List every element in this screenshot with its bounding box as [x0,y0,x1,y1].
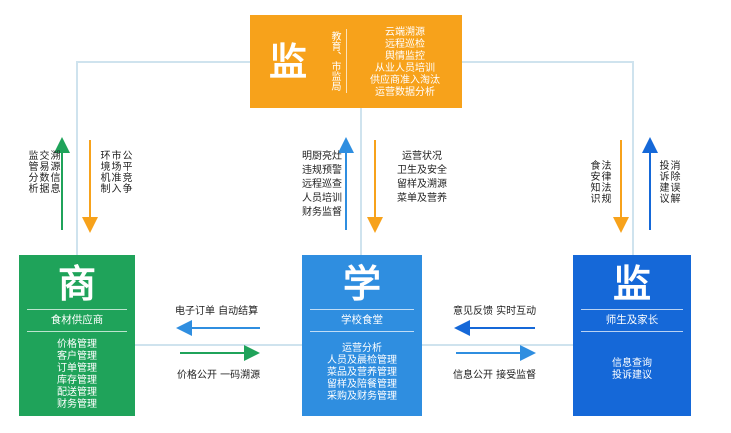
regulator-item: 远程巡检 [385,39,425,50]
regulator-items: 云端溯源远程巡检舆情监控从业人员培训供应商准入淘汰运营数据分析 [350,27,460,99]
canteen-item: 留样及陪餐管理 [327,379,397,390]
left-up-line: 溯源信息 [48,150,59,194]
regulator-item: 供应商准入淘汰 [370,75,440,86]
label-lc-top: 电子订单 自动结算 [175,306,259,317]
supplier-title: 食材供应商 [50,314,104,326]
regulator-org-label: 教育、市监局 [329,31,340,91]
center-up-line: 人员培训 [302,193,342,204]
regulator-box: 监 教育、市监局 云端溯源远程巡检舆情监控从业人员培训供应商准入淘汰运营数据分析 [250,15,462,108]
center-up-line: 财务监督 [302,207,342,218]
label-right-up: 消除误解投诉建议 [657,160,679,220]
right-up-line: 投诉建议 [657,160,668,204]
canteen-items: 运营分析人员及晨检管理菜品及营养管理留样及陪餐管理采购及财务管理 [302,343,422,403]
canteen-item: 采购及财务管理 [327,391,397,402]
canteen-item: 人员及晨检管理 [327,355,397,366]
regulator-divider [346,29,347,93]
supplier-icon-char: 商 [57,262,96,306]
label-left-down: 公平竞争市场准入环境机制 [98,150,131,230]
regulator-item: 舆情监控 [385,51,425,62]
supplier-items: 价格管理客户管理订单管理库存管理配送管理财务管理 [19,339,135,411]
left-up-line: 交易数据 [37,150,48,194]
parents-icon-char: 监 [612,262,651,306]
center-down-line: 运营状况 [402,151,442,162]
center-down-line: 菜单及营养 [397,193,447,204]
regulator-item: 运营数据分析 [375,87,435,98]
center-down-line: 卫生及安全 [397,165,447,176]
center-down-line: 留样及溯源 [397,179,447,190]
link-top-left [76,61,250,255]
parents-box: 监 师生及家长 信息查询投诉建议 [573,255,691,416]
left-down-line: 市场准入 [109,150,120,194]
supplier-item: 库存管理 [57,375,97,386]
parents-items: 信息查询投诉建议 [573,358,691,382]
supplier-item: 财务管理 [57,399,97,410]
label-cr-bottom: 信息公开 接受监督 [453,370,537,381]
right-down-line: 食安知识 [588,160,599,204]
parents-title: 师生及家长 [605,314,659,326]
regulator-item: 从业人员培训 [375,63,435,74]
label-right-down: 法律法规食安知识 [588,160,610,220]
supplier-item: 配送管理 [57,387,97,398]
center-up-line: 远程巡查 [302,179,342,190]
supplier-item: 客户管理 [57,351,97,362]
left-down-line: 环境机制 [98,150,109,194]
label-lc-bottom: 价格公开 一码溯源 [177,370,261,381]
canteen-item: 菜品及营养管理 [327,367,397,378]
label-center-up: 明厨亮灶违规预警远程巡查人员培训财务监督 [282,150,342,220]
regulator-item: 云端溯源 [385,27,425,38]
supplier-box: 商 食材供应商 价格管理客户管理订单管理库存管理配送管理财务管理 [19,255,135,416]
center-up-line: 明厨亮灶 [302,151,342,162]
link-top-right [462,61,634,255]
canteen-title: 学校食堂 [341,314,383,326]
label-center-down: 运营状况卫生及安全留样及溯源菜单及营养 [382,150,462,206]
left-down-line: 公平竞争 [120,150,131,194]
parents-item: 投诉建议 [612,370,652,381]
supplier-item: 价格管理 [57,339,97,350]
supplier-item: 订单管理 [57,363,97,374]
label-left-up: 溯源信息交易数据监管分析 [26,150,59,230]
right-down-line: 法律法规 [599,160,610,204]
regulator-icon-char: 监 [268,40,307,84]
parents-item: 信息查询 [612,358,652,369]
left-up-line: 监管分析 [26,150,37,194]
canteen-icon-char: 学 [342,262,381,306]
right-up-line: 消除误解 [668,160,679,204]
label-cr-top: 意见反馈 实时互动 [453,306,537,317]
canteen-item: 运营分析 [342,343,382,354]
center-up-line: 违规预警 [302,165,342,176]
canteen-box: 学 学校食堂 运营分析人员及晨检管理菜品及营养管理留样及陪餐管理采购及财务管理 [302,255,422,416]
